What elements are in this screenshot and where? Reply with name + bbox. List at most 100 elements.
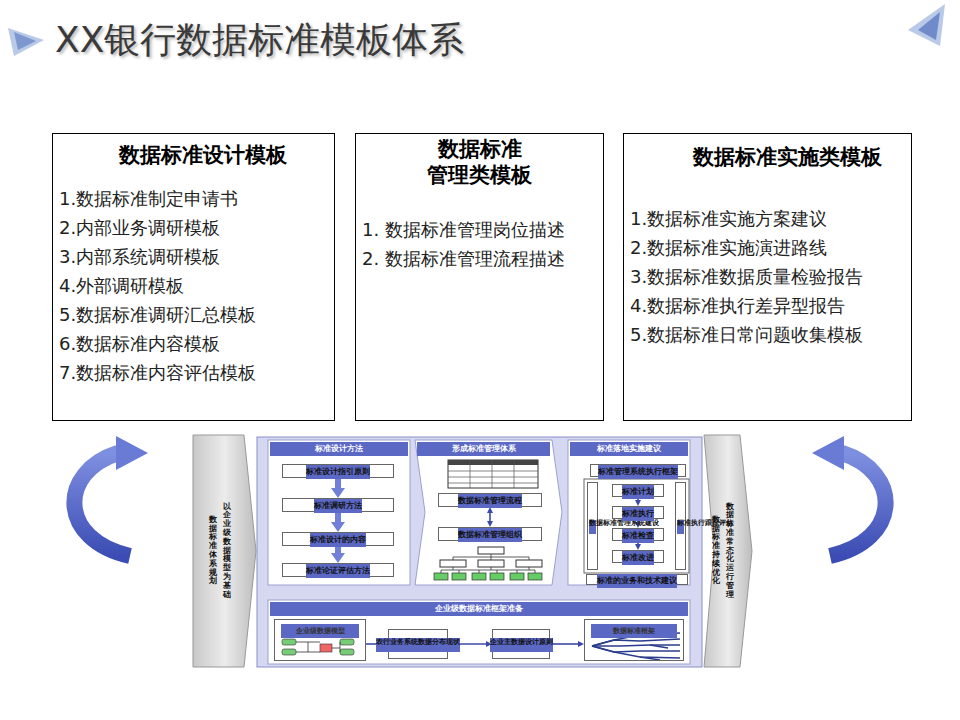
- flow-arrow: [335, 512, 341, 522]
- org-box: [440, 560, 466, 567]
- org-box: [478, 547, 504, 554]
- connector: [489, 513, 491, 521]
- column-panel: [568, 440, 690, 585]
- body-text: 5.数据标准调研汇总模板: [59, 300, 328, 329]
- heading: 数据标准设计模板: [119, 142, 269, 168]
- body-text: 6.数据标准内容模板: [59, 329, 328, 358]
- label: 数据标准管理组织: [458, 528, 522, 542]
- flow-arrow: [335, 546, 341, 553]
- process-box: 标准改进: [612, 550, 664, 563]
- body-text: 数据标准体系规划: [209, 516, 217, 586]
- template-box: 数据标准实施类模板 1.数据标准实施方案建议2.数据标准实施演进路线3.数据标准数…: [623, 133, 912, 421]
- org-leaf: [472, 573, 486, 580]
- model-entity: [320, 644, 332, 652]
- cycle-arrowhead: [812, 436, 844, 470]
- column-panel: 标准落地实施建议标准管理系统执行框架数据标准管理系统建设 标准计划标准执行标准检查…: [568, 440, 690, 585]
- body-text: 数据标准常态化运行管理: [726, 503, 734, 600]
- tree-branch: [592, 639, 680, 646]
- model-entity: [282, 649, 296, 655]
- corner-decoration: [8, 28, 44, 56]
- body-text: 4.外部调研模板: [59, 271, 328, 300]
- column-panel: 企业级数据标准框架准备企业级数据模型农行业务系统数据分布现状 企业主数据设计原则 数…: [268, 600, 690, 664]
- model-lines: [296, 642, 340, 652]
- title-area: XX银行数据标准模板体系: [55, 16, 464, 65]
- cycle-arrowhead: [116, 436, 148, 470]
- body-text: 2.内部业务调研模板: [59, 213, 328, 242]
- process-box: 数据标准管理流程: [438, 493, 542, 507]
- heading: 企业级数据标准框架准备: [270, 602, 688, 616]
- heading: 标准落地实施建议: [570, 442, 688, 456]
- label: 农行业务系统数据分布现状: [376, 638, 460, 652]
- process-box: 数据标准管理组织: [438, 527, 542, 541]
- label: 数据标准管理流程: [458, 494, 522, 508]
- label: 标准计划: [622, 485, 654, 499]
- tree-branch: [592, 645, 680, 646]
- label: 数据标准管理系统建设: [589, 520, 596, 534]
- process-box: 标准论证评估方法: [282, 563, 394, 577]
- body-text: 5.数据标准日常问题收集模板: [630, 320, 905, 349]
- body-text: 3.数据标准数据质量检验报告: [630, 262, 905, 291]
- label: 标准执行跟踪评估: [677, 520, 684, 534]
- column-panel: [415, 440, 562, 585]
- band-panel: [268, 600, 690, 664]
- table-icon-grid: [448, 460, 538, 488]
- body-text: 4.数据标准执行差异型报告: [630, 291, 905, 320]
- body-text: 1.数据标准实施方案建议: [630, 204, 905, 233]
- process-box: 企业主数据设计原则: [492, 629, 550, 659]
- heading: 形成标准管理体系: [417, 442, 550, 456]
- stage-chevron: 数据标准持续优化数据标准常态化运行管理: [704, 435, 752, 667]
- process-box: 标准调研方法: [282, 498, 394, 512]
- org-box: [516, 560, 542, 567]
- corner-decoration: [908, 4, 945, 46]
- org-chart: [434, 547, 542, 580]
- process-box: 标准计划: [612, 484, 664, 497]
- model-lines: [340, 642, 341, 652]
- org-leaf: [452, 573, 466, 580]
- process-box: 农行业务系统数据分布现状: [388, 629, 448, 659]
- process-box: 标准检查: [612, 528, 664, 541]
- template-box: 数据标准 管理类模板1. 数据标准管理岗位描述2. 数据标准管理流程描述: [355, 133, 604, 421]
- label: 标准改进: [622, 551, 654, 565]
- body-text: 1.数据标准制定申请书: [59, 184, 328, 213]
- model-entity: [282, 639, 296, 645]
- heading: 数据标准实施类模板: [693, 144, 843, 170]
- connector: [550, 643, 578, 645]
- column-panel: [268, 440, 410, 585]
- model-entity: [340, 649, 354, 655]
- table-icon-header: [448, 460, 538, 465]
- heading: 标准设计方法: [270, 442, 408, 456]
- label: 标准论证评估方法: [306, 564, 370, 578]
- frame: [584, 479, 689, 573]
- corner-decoration: [14, 32, 36, 50]
- main-panel: [257, 437, 702, 667]
- process-box: 标准管理系统执行框架: [590, 464, 686, 477]
- process-box: 标准设计指引原则: [282, 464, 394, 478]
- picture-box: 企业级数据模型: [274, 619, 366, 661]
- grey-chevron: [193, 435, 256, 667]
- body-text: 3.内部系统调研模板: [59, 242, 328, 271]
- body-text: 2.数据标准实施演进路线: [630, 233, 905, 262]
- body-text: 数据标准持续优化: [712, 516, 720, 586]
- table-icon: [448, 460, 538, 488]
- grey-chevron: [704, 435, 752, 667]
- org-leaf: [434, 573, 448, 580]
- label: 数据标准框架: [591, 624, 677, 638]
- label: 企业主数据设计原则: [490, 638, 553, 652]
- label: 标准设计指引原则: [306, 465, 370, 479]
- label: 标准检查: [622, 529, 654, 543]
- process-box: 标准设计的内容: [282, 532, 394, 546]
- org-leaf: [528, 573, 542, 580]
- label: 标准的业务和技术建议: [597, 574, 677, 588]
- org-leaf: [490, 573, 504, 580]
- stage-chevron: 数据标准体系规划以企业级数据模型为基础: [193, 435, 257, 667]
- body-text: 以企业级数据模型为基础: [223, 503, 231, 600]
- label: 标准设计的内容: [310, 533, 366, 547]
- cycle-arrow: [830, 453, 886, 556]
- process-box: 标准执行: [612, 506, 664, 519]
- vertical-box: 标准执行跟踪评估: [675, 482, 686, 570]
- flow-arrow: [335, 478, 341, 488]
- body-text: 1. 数据标准管理岗位描述: [362, 215, 597, 244]
- org-box: [478, 560, 504, 567]
- model-entity: [340, 639, 354, 645]
